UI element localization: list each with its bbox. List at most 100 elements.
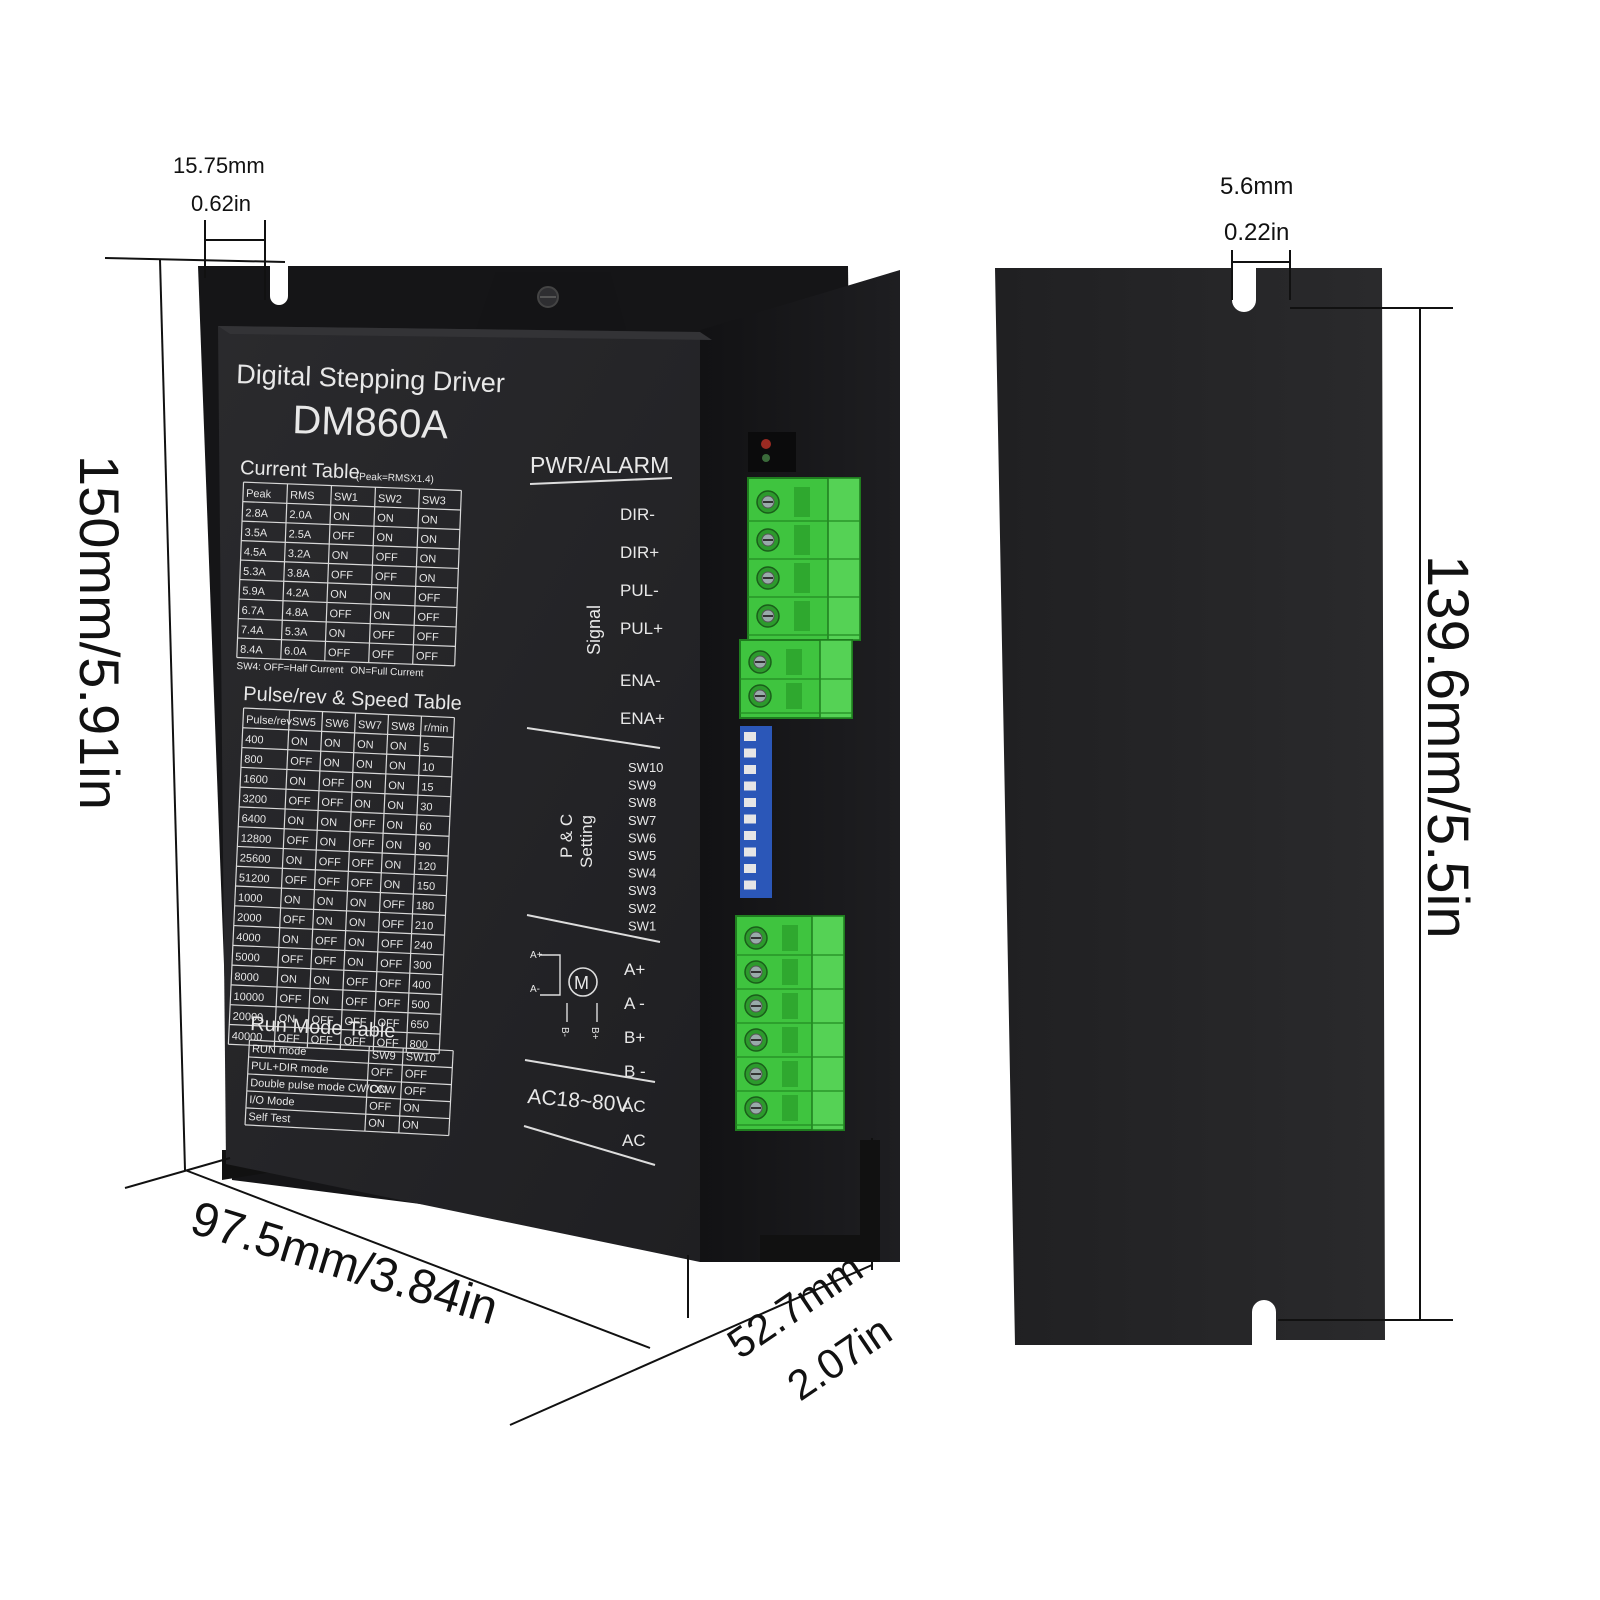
pulse-table-cell: ON <box>323 757 340 770</box>
run-mode-table-cell: ON <box>370 1083 387 1096</box>
pulse-table-cell: 240 <box>414 940 433 953</box>
switch-label: SW4 <box>628 866 656 881</box>
current-table-cell: ON <box>419 553 436 566</box>
pulse-table-cell: OFF <box>315 935 338 948</box>
pulse-table-cell: ON <box>289 775 306 788</box>
current-table-header: SW1 <box>334 491 358 504</box>
pulse-table-cell: ON <box>355 778 372 791</box>
pulse-table-cell: OFF <box>314 955 337 968</box>
pulse-table-cell: 5000 <box>235 951 260 964</box>
pulse-table-cell: ON <box>278 1013 295 1026</box>
run-mode-table-header: SW10 <box>405 1051 436 1065</box>
power-pin-label: AC <box>622 1131 646 1150</box>
pulse-table-cell: 12800 <box>240 833 271 846</box>
pulse-table-cell: OFF <box>380 958 403 971</box>
switch-label: SW5 <box>628 848 656 863</box>
pulse-table-cell: ON <box>317 896 334 909</box>
motor-wire-a-minus: A- <box>530 984 540 995</box>
pulse-table-cell: OFF <box>378 997 401 1010</box>
signal-pin-label: PUL- <box>620 581 659 600</box>
pulse-table-cell: ON <box>383 879 400 892</box>
sw4-note-full: ON=Full Current <box>350 665 424 679</box>
current-table-header: Peak <box>246 488 272 501</box>
switch-label: SW8 <box>628 795 656 810</box>
width-dimension: 97.5mm/3.84in <box>185 1192 504 1336</box>
pulse-table-cell: 20000 <box>232 1011 263 1024</box>
current-table-cell: 7.4A <box>241 624 265 637</box>
bottom-foot-right <box>760 1140 880 1262</box>
plate-slot-in: 0.22in <box>1224 219 1289 246</box>
height-dimension: 150mm/5.91in <box>68 455 131 810</box>
pulse-table-cell: ON <box>312 994 329 1007</box>
current-table-cell: 4.8A <box>285 606 309 619</box>
current-table-cell: 5.3A <box>243 566 267 579</box>
run-mode-table-cell: Self Test <box>248 1111 291 1125</box>
current-table-cell: ON <box>420 533 437 546</box>
plate-dimensions <box>1231 250 1453 1321</box>
pulse-table-cell: OFF <box>381 938 404 951</box>
current-table-cell: OFF <box>372 649 395 662</box>
pulse-table-cell: 650 <box>410 1019 429 1032</box>
current-table-header: SW2 <box>378 493 402 506</box>
current-table-cell: OFF <box>416 631 439 644</box>
pulse-table-cell: ON <box>350 897 367 910</box>
pulse-table-cell: OFF <box>379 978 402 991</box>
motor-symbol-icon: M A+ A- B- B+ <box>530 950 600 1040</box>
switch-label: SW3 <box>628 883 656 898</box>
sw4-note-half: SW4: OFF=Half Current <box>236 661 344 676</box>
dip-lever <box>744 798 756 807</box>
stepper-driver: Digital Stepping Driver DM860A Current T… <box>198 255 900 1262</box>
setting-label-b: Setting <box>577 815 596 868</box>
pulse-table-cell: ON <box>316 915 333 928</box>
pulse-table-cell: 60 <box>419 821 432 834</box>
pulse-table-cell: ON <box>282 934 299 947</box>
run-mode-table-cell: I/O Mode <box>249 1094 295 1108</box>
dip-switch <box>740 726 772 898</box>
current-table-cell: 2.5A <box>288 528 312 541</box>
pulse-table-cell: OFF <box>288 795 311 808</box>
motor-wire-b-minus: B- <box>559 1027 570 1037</box>
run-mode-table-cell: OFF <box>371 1066 394 1079</box>
pulse-table-cell: ON <box>348 937 365 950</box>
motor-symbol-letter: M <box>574 973 589 993</box>
motor-pin-labels: A+A -B+B - <box>624 960 646 1081</box>
pulse-table-header: SW7 <box>358 719 382 732</box>
pulse-table-cell: ON <box>389 760 406 773</box>
pwr-alarm-label: PWR/ALARM <box>530 452 669 478</box>
pulse-table-cell: ON <box>387 800 404 813</box>
run-mode-table-cell: ON <box>403 1102 420 1115</box>
pulse-table-header: r/min <box>424 722 449 735</box>
pulse-table-cell: 400 <box>412 979 431 992</box>
switch-label: SW2 <box>628 901 656 916</box>
current-table-cell: OFF <box>373 629 396 642</box>
pulse-table-cell: 3200 <box>242 793 267 806</box>
pulse-table-cell: ON <box>386 819 403 832</box>
led-red-icon <box>761 439 771 449</box>
pulse-table-cell: 51200 <box>239 872 270 885</box>
signal-group-label: Signal <box>584 605 604 655</box>
pulse-table-cell: ON <box>347 956 364 969</box>
current-table-cell: 6.0A <box>284 645 308 658</box>
pulse-table-cell: 500 <box>411 999 430 1012</box>
current-table-title: Current Table <box>240 457 360 484</box>
pulse-table-cell: ON <box>291 736 308 749</box>
pulse-table-cell: ON <box>319 836 336 849</box>
pulse-table-cell: ON <box>320 816 337 829</box>
dip-lever <box>744 748 756 758</box>
current-table-cell: 2.8A <box>245 507 269 520</box>
current-table-cell: 6.7A <box>241 605 265 618</box>
pulse-table-cell: 400 <box>245 734 264 747</box>
motor-pin-label: A+ <box>624 960 645 979</box>
pulse-table-header: SW5 <box>292 716 316 729</box>
pulse-table-cell: OFF <box>352 838 375 851</box>
pulse-table-cell: 15 <box>421 781 434 794</box>
current-table-header: SW3 <box>422 495 446 508</box>
run-mode-table-cell: OFF <box>404 1085 427 1098</box>
pulse-table-cell: 25600 <box>240 852 271 865</box>
pulse-table-header: Pulse/rev <box>246 714 293 728</box>
